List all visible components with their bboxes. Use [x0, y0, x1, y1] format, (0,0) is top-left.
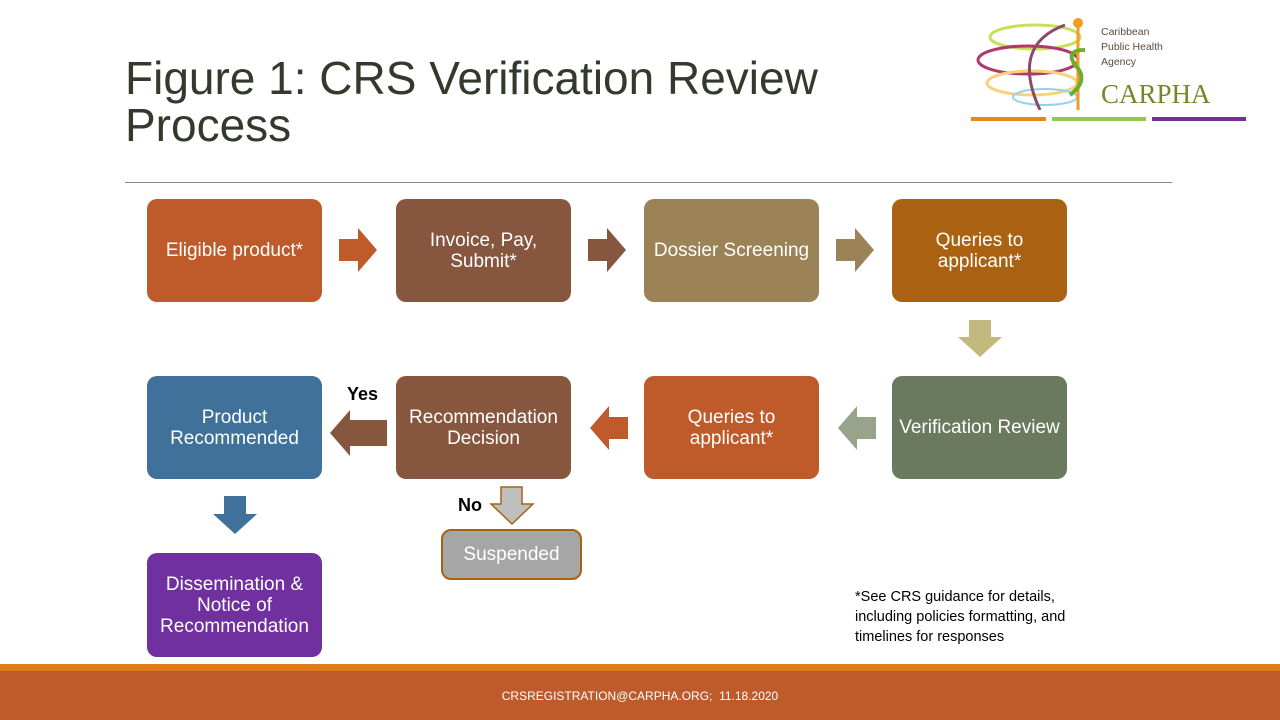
logo-line1: Caribbean	[1101, 26, 1150, 38]
arrow-down-icon	[958, 320, 1002, 357]
arrow-down-icon	[489, 486, 535, 526]
arrow-right-icon	[339, 228, 377, 272]
footer-text: CRSREGISTRATION@CARPHA.ORG; 11.18.2020	[501, 688, 779, 703]
step-recommendation-decision: Recommendation Decision	[396, 376, 571, 479]
title-divider	[125, 182, 1172, 183]
no-label: No	[458, 495, 482, 515]
step-dissemination: Dissemination & Notice of Recommendation	[147, 553, 322, 657]
arrow-right-icon	[588, 228, 626, 272]
step-product-recommended: Product Recommended	[147, 376, 322, 479]
logo-line3: Agency	[1101, 56, 1137, 68]
page-title: Figure 1: CRS Verification Review Proces…	[125, 52, 818, 151]
carpha-logo: Caribbean Public Health Agency CARPHA	[970, 15, 1250, 125]
footnote: *See CRS guidance for details, including…	[855, 589, 1066, 645]
arrow-left-icon	[330, 410, 387, 456]
arrow-left-icon	[590, 406, 628, 450]
footer: CRSREGISTRATION@CARPHA.ORG; 11.18.2020	[0, 671, 1280, 720]
step-verification-review: Verification Review	[892, 376, 1067, 479]
logo-name: CARPHA	[1101, 79, 1211, 109]
step-suspended: Suspended	[441, 529, 582, 580]
step-invoice-pay-submit: Invoice, Pay, Submit*	[396, 199, 571, 302]
arrow-down-icon	[213, 496, 257, 534]
yes-label: Yes	[347, 384, 379, 404]
logo-globe-icon	[976, 18, 1086, 111]
step-dossier-screening: Dossier Screening	[644, 199, 819, 302]
logo-line2: Public Health	[1101, 41, 1163, 53]
step-eligible-product: Eligible product*	[147, 199, 322, 302]
arrow-left-icon	[838, 406, 876, 450]
step-queries-to-applicant-1: Queries to applicant*	[892, 199, 1067, 302]
step-queries-to-applicant-2: Queries to applicant*	[644, 376, 819, 479]
footer-stripe	[0, 664, 1280, 671]
arrow-right-icon	[836, 228, 874, 272]
